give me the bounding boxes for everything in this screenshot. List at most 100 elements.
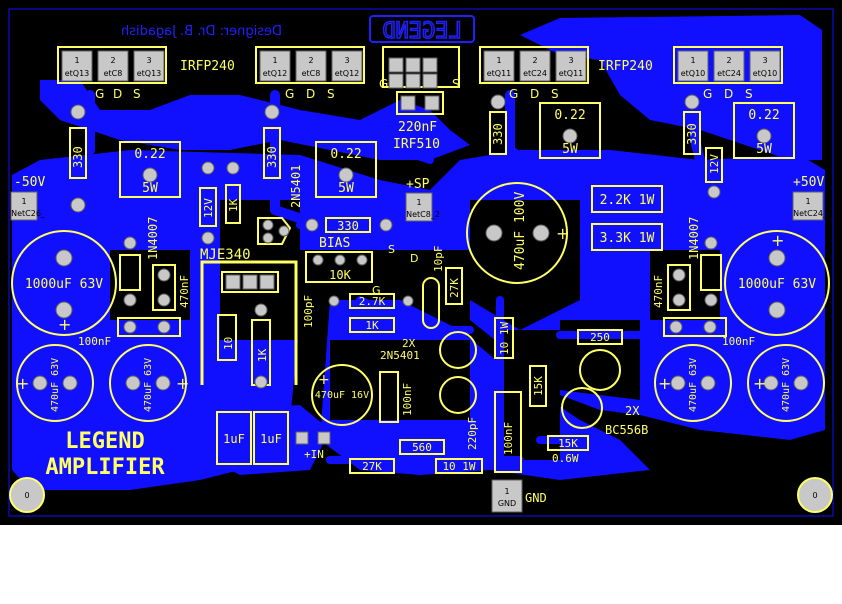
svg-text:+: + [658,374,671,393]
designer-text: Designer: Dr. B. Jagadish [121,24,282,39]
legend-mirror-box: LEGEND [369,15,475,45]
value-label: 250 [590,331,610,344]
mosfet-q11: 1 2 3 etQ11 etC24 etQ11 G D S [479,46,589,101]
svg-text:+: + [58,315,71,334]
resistor-27k-v: 27K [445,267,463,305]
resistor-250: 250 [577,329,623,345]
svg-text:+: + [771,231,784,250]
pin-label: 3 [344,56,349,65]
resistor-022-d: 0.22 5W [733,102,795,159]
pin-s-label: S [551,87,559,101]
value-label: 330 [265,146,279,168]
pin-label: 1 [74,56,79,65]
net-label: etQ10 [753,69,778,78]
mount-label: 0 [812,491,817,500]
value-label: 470uF 100V [513,192,528,270]
svg-text:+: + [318,372,330,388]
resistor-330-d: 330 [683,94,701,155]
zener-12v-right: 12V [705,147,723,199]
diode-1n4007-left-label: 1N4007 [146,217,160,260]
cap-470uf-63v-c: 470uF 63V + [654,344,732,422]
net-label: etQ11 [559,69,584,78]
pin-s-label: S [133,87,141,101]
cap-470uf-63v-a: 470uF 63V + [16,344,94,422]
value-label: 470uF 16V [315,390,369,401]
value-label: 1000uF 63V [25,277,103,292]
gnd-label: GND [525,491,547,505]
pin-label: 2 [532,56,537,65]
value-label: 5W [562,142,578,157]
mount-label: 0 [24,491,29,500]
cap-100nf-v: 100nF [494,391,522,473]
pin-s-label: S [745,87,753,101]
value-label: 10K [329,268,351,282]
resistor-3k3-1w: 3.3K 1W [591,223,663,251]
mounting-hole-right: 0 [797,477,833,513]
mosfet-q12: 1 2 3 etQ12 etC8 etQ12 G D S [255,46,365,101]
value-label: 3.3K 1W [600,231,655,246]
cap-1000uf-right: 1000uF 63V + [724,230,830,336]
pin-label: 1 [805,197,810,206]
resistor-15k-v: 15K [529,365,547,407]
two-x-label-a: 2X [402,337,416,350]
value-label: 1K [227,198,240,212]
net-label: NetC8_2 [406,210,440,219]
transistor-mje340: 10 1K [200,260,298,389]
transistor-pair-bc556 [561,349,621,429]
resistor-022-c: 0.22 5W [539,102,601,159]
c100pf-label: 100pF [302,295,315,328]
resistor-2k2-1w: 2.2K 1W [591,185,663,213]
value-label: 5W [142,181,158,196]
supply-neg50: -50V 1 NetC26_ [10,175,46,221]
resistor-10-1w-h: 10 1W [435,458,483,474]
pin-d-label: D [530,87,539,101]
resistor-2k7: 2.7K [328,293,414,309]
value-label: 470nF [652,275,665,308]
resistor-022-a: 0.22 5W [119,141,181,198]
svg-text:+: + [16,374,29,393]
diode-1n4007-left [119,236,141,307]
pin-label: 1 [504,487,509,496]
pin-d-label: D [306,87,315,101]
pin-label: 1 [272,56,277,65]
copper-pour-main [12,150,825,490]
value-label: 0.22 [330,147,361,162]
value-label: 12V [708,154,721,174]
mje340-label: MJE340 [200,247,251,263]
cap-100nf-mid: 100nF [379,371,414,423]
net-label: etC24 [523,69,547,78]
cap-1uf-a: 1uF [216,411,252,465]
value-label: 470uF 63V [143,358,154,412]
q2n5401-top-label: 2N5401 [289,165,303,208]
pin-label: 3 [568,56,573,65]
value-label: 470uF 63V [50,358,61,412]
value-label: 15K [558,437,578,450]
pin-g-label: G [509,87,518,101]
pin-d-label: D [724,87,733,101]
supply-pos50: +50V 1 NetC24_ [792,175,828,221]
resistor-27k-h: 27K [349,458,395,474]
pcb-layout: Designer: Dr. B. Jagadish LEGEND 1 2 3 e… [0,0,842,525]
net-label: NetC24_ [793,209,828,218]
pin-label: 1 [416,198,421,207]
net-label: etC24 [717,69,741,78]
sp-label: +SP [406,177,430,192]
mounting-hole-left: 0 [9,477,45,513]
value-label: 470nF [178,275,191,308]
svg-text:+: + [556,224,569,243]
value-label: 2.2K 1W [600,193,655,208]
mosfet-q10: 1 2 3 etQ10 etC24 etQ10 G D S [673,46,783,101]
irf510-g-label: G [379,77,388,91]
pin-s-label: S [327,87,335,101]
cap-470nf-right: 470nF [652,264,691,311]
value-label: 100nF [78,335,111,348]
value-label: 0.22 [748,108,779,123]
pin-d-label: D [113,87,122,101]
zener-12v-left: 12V [199,161,217,245]
gnd-pad-label: GND [498,499,516,508]
value-label: 470uF 63V [781,358,792,412]
pin-g-label: G [285,87,294,101]
power-rating-label: 0.6W [552,452,579,465]
pin-g-label: G [95,87,104,101]
net-label: NetC26_ [11,209,46,218]
